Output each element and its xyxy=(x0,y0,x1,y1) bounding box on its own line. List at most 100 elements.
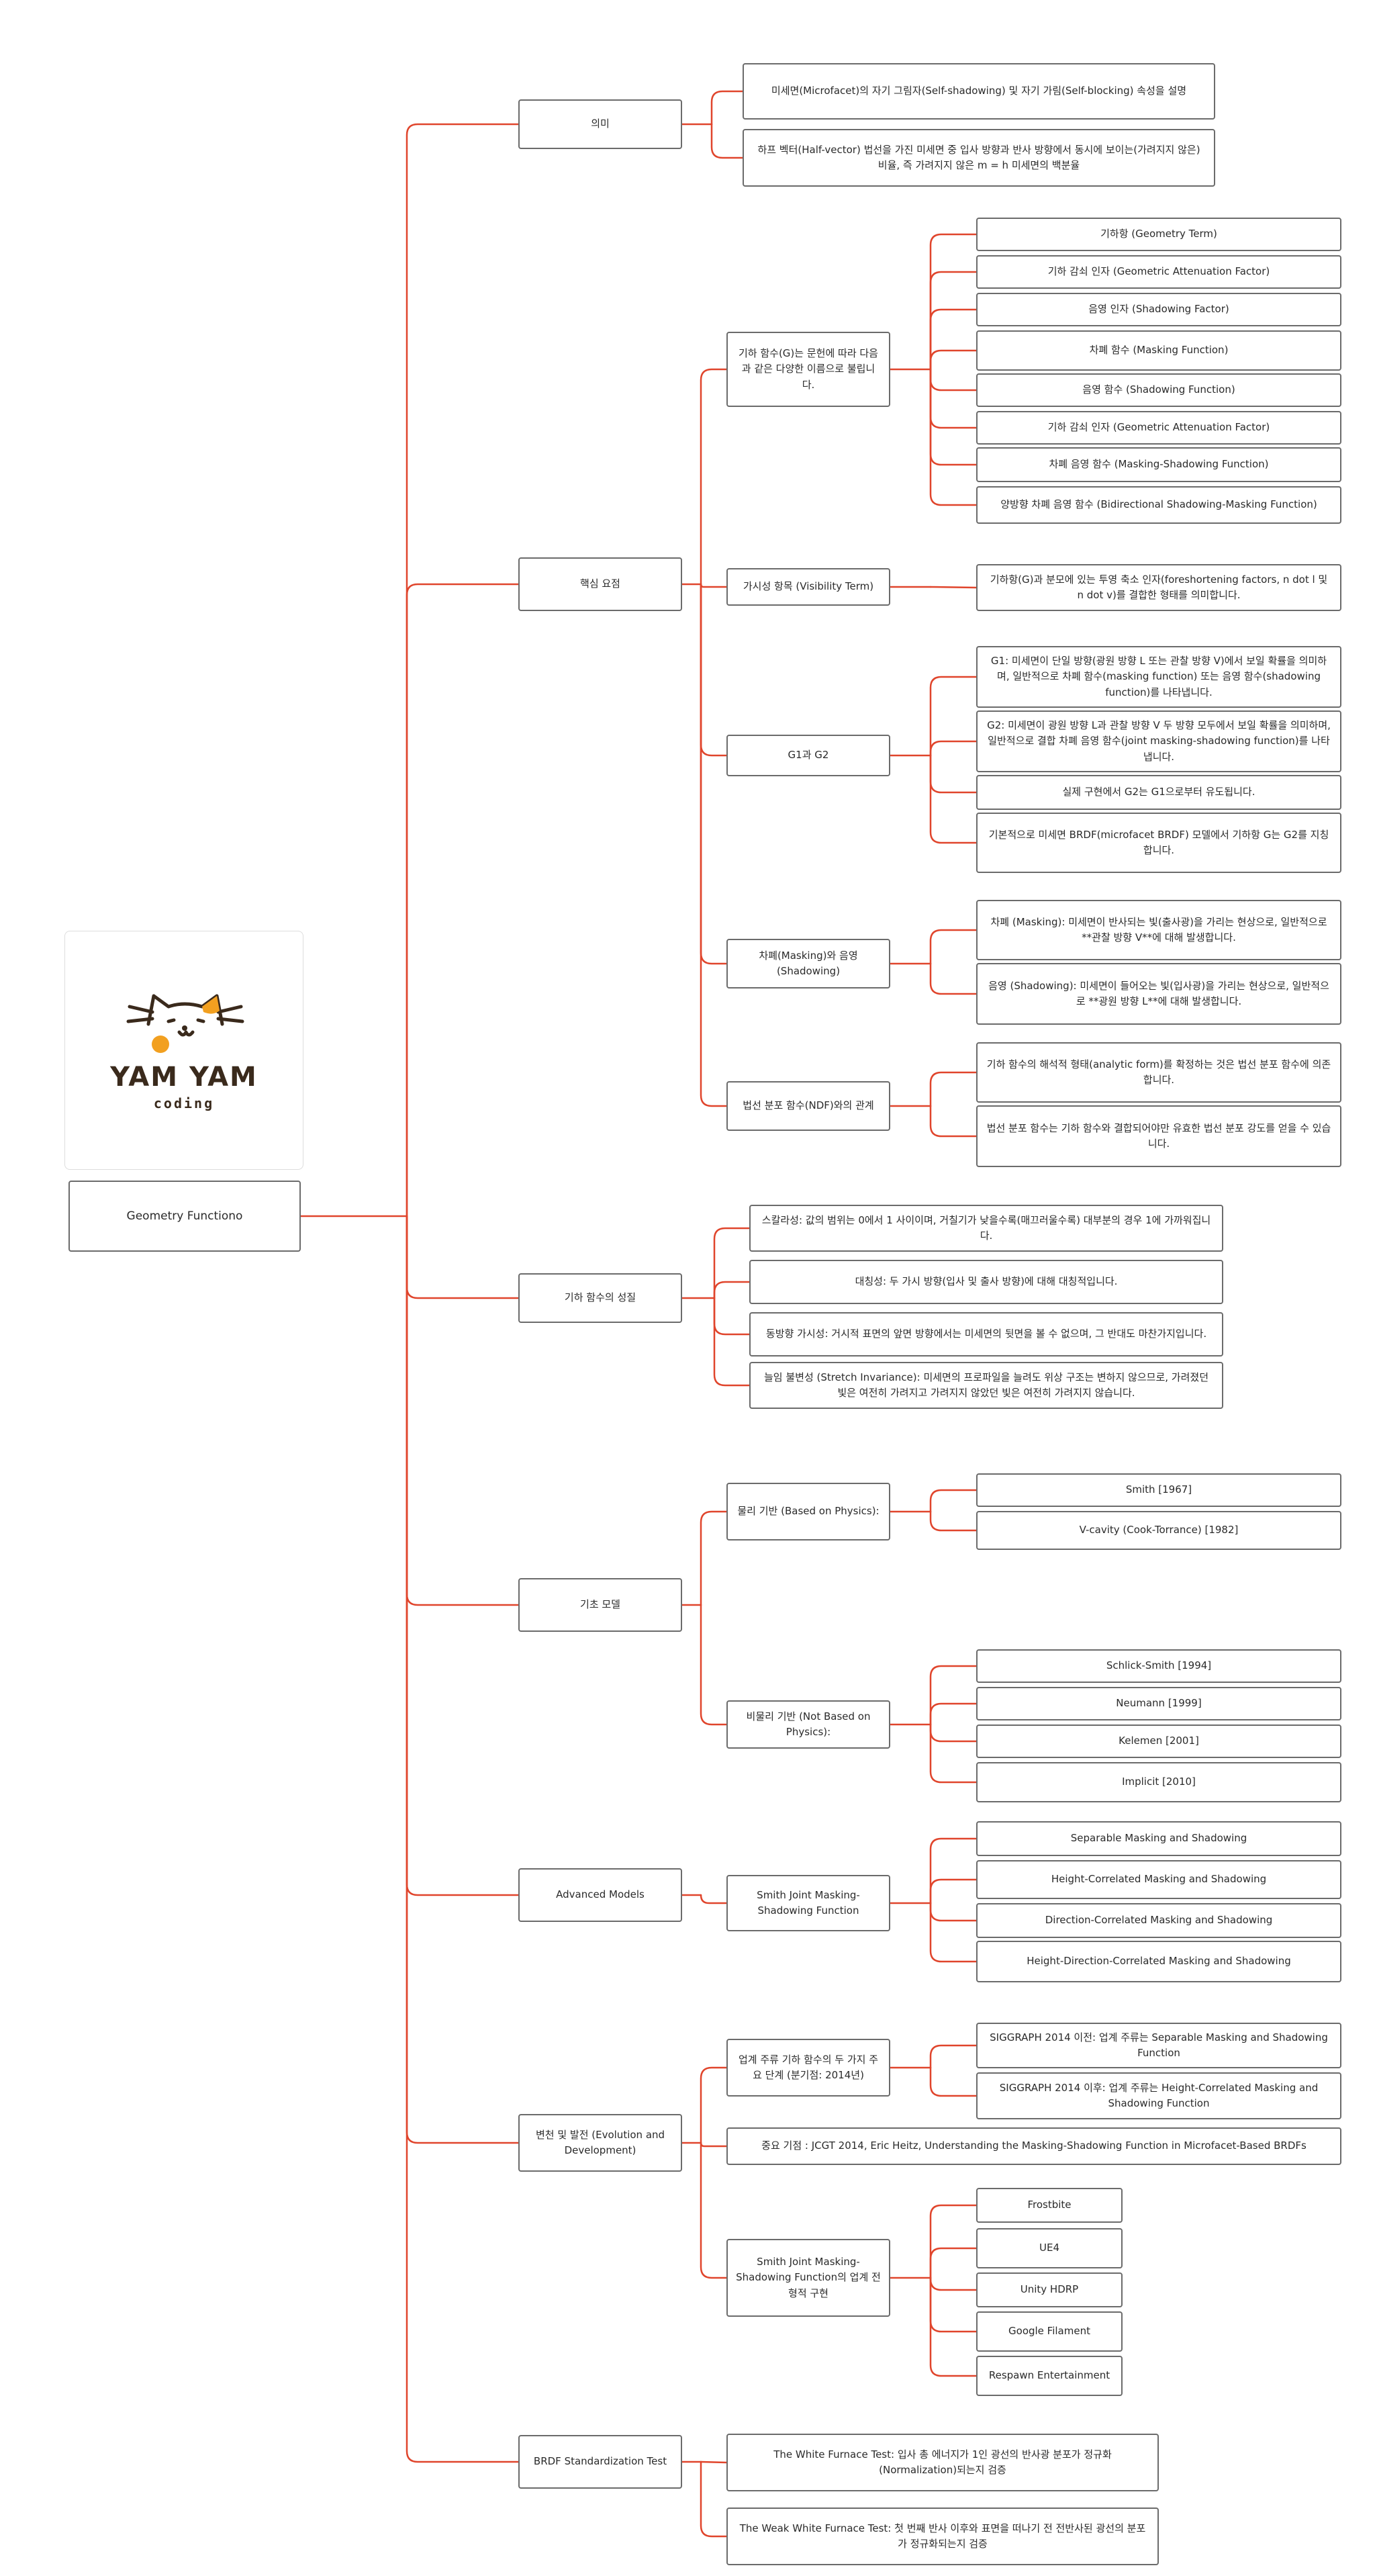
connector-line xyxy=(929,349,978,371)
connector-line xyxy=(406,1215,520,2144)
brdf-test-item: The Weak White Furnace Test: 첫 번째 반사 이후와… xyxy=(726,2508,1159,2565)
connector-line xyxy=(406,1215,520,1606)
connector-line xyxy=(406,583,520,1217)
connector-line xyxy=(700,583,728,965)
connector-line xyxy=(713,1281,751,1299)
connector-line xyxy=(929,271,978,371)
name-item: 기하항 (Geometry Term) xyxy=(976,218,1341,251)
key-visibility-node[interactable]: 가시성 항목 (Visibility Term) xyxy=(726,568,890,606)
nonphysical-model-item: Neumann [1999] xyxy=(976,1687,1341,1720)
smith-joint-item: Direction-Correlated Masking and Shadowi… xyxy=(976,1903,1341,1938)
masking-item: 음영 (Shadowing): 미세면이 들어오는 빛(입사광)을 가리는 현상… xyxy=(976,963,1341,1025)
g1g2-item: G1: 미세면이 단일 방향(광원 방향 L 또는 관찰 방향 V)에서 보일 … xyxy=(976,646,1341,708)
connector-line xyxy=(710,90,744,126)
connector-line xyxy=(929,754,978,794)
connector-line xyxy=(929,2066,978,2097)
connector-line xyxy=(929,1702,978,1726)
connector-line xyxy=(929,1105,978,1138)
smith-joint-item: Height-Correlated Masking and Shadowing xyxy=(976,1860,1341,1899)
ndf-item: 기하 함수의 해석적 형태(analytic form)를 확정하는 것은 법선… xyxy=(976,1042,1341,1103)
physical-model-item: V-cavity (Cook-Torrance) [1982] xyxy=(976,1511,1341,1550)
connector-line xyxy=(929,368,978,466)
name-item: 음영 인자 (Shadowing Factor) xyxy=(976,293,1341,326)
name-item: 음영 함수 (Shadowing Function) xyxy=(976,373,1341,407)
industry-item: Respawn Entertainment xyxy=(976,2356,1123,2396)
evolution-industry-node[interactable]: Smith Joint Masking-Shadowing Function의 … xyxy=(726,2239,890,2317)
connector-line xyxy=(406,1215,520,1896)
masking-item: 차폐 (Masking): 미세면이 반사되는 빛(출사광)을 가리는 현상으로… xyxy=(976,900,1341,960)
evolution-stage-item: SIGGRAPH 2014 이전: 업계 주류는 Separable Maski… xyxy=(976,2023,1341,2068)
connector-line xyxy=(406,1215,520,2463)
property-item: 늘임 불변성 (Stretch Invariance): 미세면의 프로파일을 … xyxy=(749,1362,1223,1409)
branch-brdf-test[interactable]: BRDF Standardization Test xyxy=(518,2435,682,2489)
key-masking-node[interactable]: 차폐(Masking)와 음영(Shadowing) xyxy=(726,939,890,988)
evolution-stages-node[interactable]: 업계 주류 기하 함수의 두 가지 주요 단계 (분기점: 2014년) xyxy=(726,2039,890,2097)
connector-line xyxy=(929,2044,978,2069)
smith-joint-item: Separable Masking and Shadowing xyxy=(976,1821,1341,1856)
connector-line xyxy=(929,2276,978,2333)
connector-line xyxy=(929,2276,978,2291)
connector-line xyxy=(929,929,978,965)
branch-key-points[interactable]: 핵심 요점 xyxy=(518,557,682,611)
connector-line xyxy=(700,2460,728,2538)
physical-models-node[interactable]: 물리 기반 (Based on Physics): xyxy=(726,1483,890,1540)
industry-item: Google Filament xyxy=(976,2311,1123,2352)
branch-meaning[interactable]: 의미 xyxy=(518,99,682,149)
evolution-milestone-node[interactable]: 중요 기점 : JCGT 2014, Eric Heitz, Understan… xyxy=(726,2127,1341,2165)
connector-line xyxy=(929,1902,978,1963)
key-g1g2-node[interactable]: G1과 G2 xyxy=(726,735,890,776)
connector-line xyxy=(929,1878,978,1904)
ndf-item: 법선 분포 함수는 기하 함수와 결합되어야만 유효한 법선 분포 강도를 얻을… xyxy=(976,1105,1341,1167)
g1g2-item: 기본적으로 미세면 BRDF(microfacet BRDF) 모델에서 기하항… xyxy=(976,813,1341,873)
connector-line xyxy=(929,1510,978,1532)
branch-evolution[interactable]: 변천 및 발전 (Evolution and Development) xyxy=(518,2114,682,2172)
connector-line xyxy=(700,2066,728,2144)
name-item: 차폐 음영 함수 (Masking-Shadowing Function) xyxy=(976,447,1341,482)
property-item: 스칼라성: 값의 범위는 0에서 1 사이이며, 거칠기가 낮을수록(매끄러울수… xyxy=(749,1205,1223,1252)
branch-basic-models[interactable]: 기초 모델 xyxy=(518,1578,682,1632)
connector-line xyxy=(710,123,744,159)
branch-advanced-models[interactable]: Advanced Models xyxy=(518,1868,682,1922)
nonphysical-models-node[interactable]: 비물리 기반 (Not Based on Physics): xyxy=(726,1700,890,1749)
key-ndf-node[interactable]: 법선 분포 함수(NDF)와의 관계 xyxy=(726,1081,890,1131)
connector-line xyxy=(700,583,728,757)
connector-line xyxy=(929,1665,978,1726)
connector-line xyxy=(929,740,978,757)
smith-joint-node[interactable]: Smith Joint Masking-Shadowing Function xyxy=(726,1875,890,1931)
name-item: 양방향 차폐 음영 함수 (Bidirectional Shadowing-Ma… xyxy=(976,486,1341,524)
nonphysical-model-item: Kelemen [2001] xyxy=(976,1724,1341,1758)
industry-item: Unity HDRP xyxy=(976,2272,1123,2307)
connector-line xyxy=(700,2142,728,2279)
root-node[interactable]: Geometry Functiono xyxy=(68,1181,301,1252)
connector-line xyxy=(929,586,978,589)
meaning-item: 미세면(Microfacet)의 자기 그림자(Self-shadowing) … xyxy=(743,63,1215,120)
nonphysical-model-item: Implicit [2010] xyxy=(976,1762,1341,1802)
connector-line xyxy=(700,583,728,588)
branch-properties[interactable]: 기하 함수의 성질 xyxy=(518,1273,682,1323)
nonphysical-model-item: Schlick-Smith [1994] xyxy=(976,1649,1341,1683)
connector-line xyxy=(929,368,978,429)
connector-line xyxy=(929,1489,978,1513)
connector-line xyxy=(406,1215,520,1299)
visibility-item: 기하항(G)과 분모에 있는 투영 축소 인자(foreshortening f… xyxy=(976,564,1341,611)
connector-line xyxy=(700,1894,728,1904)
key-names-node[interactable]: 기하 함수(G)는 문헌에 따라 다음과 같은 다양한 이름으로 불립니다. xyxy=(726,332,890,407)
connector-line xyxy=(713,1297,751,1387)
connector-line xyxy=(929,1837,978,1904)
physical-model-item: Smith [1967] xyxy=(976,1473,1341,1507)
evolution-stage-item: SIGGRAPH 2014 이후: 업계 주류는 Height-Correlat… xyxy=(976,2072,1341,2119)
connector-line xyxy=(929,233,978,371)
connector-line xyxy=(713,1297,751,1336)
connector-line xyxy=(929,368,978,506)
connector-line xyxy=(929,2276,978,2377)
cat-mascot-icon xyxy=(126,994,244,1053)
name-item: 기하 감쇠 인자 (Geometric Attenuation Factor) xyxy=(976,255,1341,289)
smith-joint-item: Height-Direction-Correlated Masking and … xyxy=(976,1941,1341,1982)
connector-line xyxy=(700,2460,728,2464)
connector-line xyxy=(929,2204,978,2279)
g1g2-item: G2: 미세면이 광원 방향 L과 관찰 방향 V 두 방향 모두에서 보일 확… xyxy=(976,710,1341,772)
connector-line xyxy=(929,1723,978,1784)
g1g2-item: 실제 구현에서 G2는 G1으로부터 유도됩니다. xyxy=(976,775,1341,810)
industry-item: Frostbite xyxy=(976,2188,1123,2223)
